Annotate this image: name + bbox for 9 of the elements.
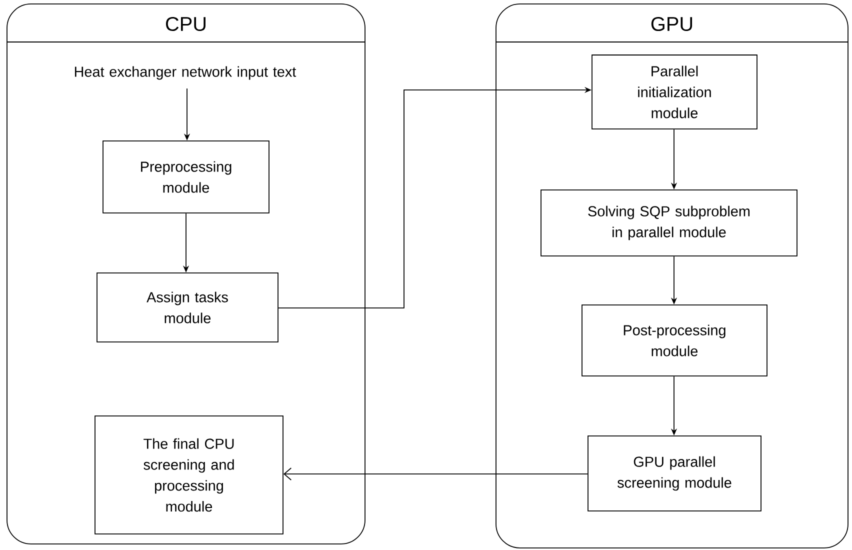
process-box: Assign tasks module [96, 272, 278, 342]
process-box: Solving SQP subproblem in parallel module [540, 190, 798, 256]
process-box: Post-processing module [582, 304, 768, 376]
input-text: Heat exchanger network input text [74, 66, 296, 80]
process-box: Parallel initialization module [592, 54, 758, 130]
arrow [283, 468, 588, 480]
process-box: GPU parallel screening module [588, 436, 762, 512]
process-box: Preprocessing module [102, 140, 270, 214]
process-box: The final CPU screening and processing module [94, 416, 284, 534]
